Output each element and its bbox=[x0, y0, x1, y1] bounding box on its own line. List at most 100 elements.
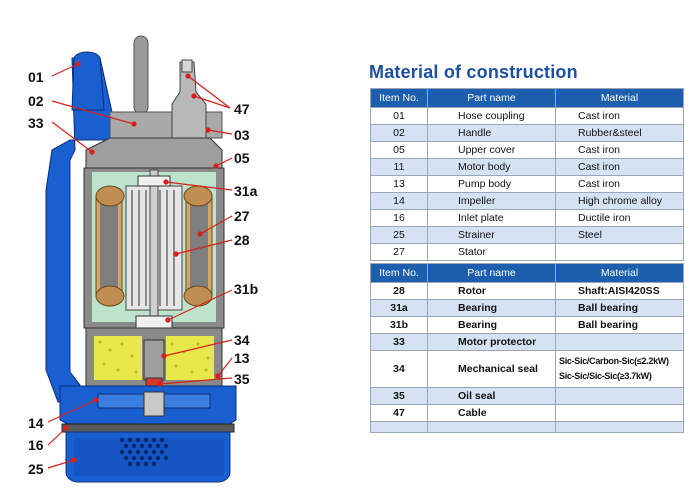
cell-part: Bearing bbox=[427, 316, 556, 334]
callout-13: 13 bbox=[234, 350, 250, 366]
cell-item: 27 bbox=[370, 243, 428, 261]
cell-material bbox=[555, 333, 684, 351]
hose-coupling bbox=[71, 51, 105, 111]
callout-03: 03 bbox=[234, 127, 250, 143]
cell-material: Cast iron bbox=[555, 158, 684, 176]
cell-item: 28 bbox=[370, 282, 428, 300]
callout-leaders bbox=[47, 61, 233, 469]
cell-item: 33 bbox=[370, 333, 428, 351]
cell-item: 16 bbox=[370, 209, 428, 227]
cell-material bbox=[555, 243, 684, 261]
strainer-holes bbox=[119, 437, 169, 467]
cell-material: High chrome alloy bbox=[555, 192, 684, 210]
callout-33: 33 bbox=[28, 115, 44, 131]
oil-left bbox=[94, 336, 142, 380]
callout-25: 25 bbox=[28, 461, 44, 477]
cell-part: Motor protector bbox=[427, 333, 556, 351]
winding-top-right bbox=[183, 185, 213, 207]
pump-cross-section-diagram: 01 02 33 47 03 05 31a 27 28 31b 34 13 35… bbox=[28, 35, 259, 483]
handle bbox=[133, 35, 149, 115]
cell-part: Impeller bbox=[427, 192, 556, 210]
header-item-no: Item No. bbox=[370, 88, 428, 108]
pump-cross-section-svg bbox=[45, 35, 237, 483]
cell-part: Oil seal bbox=[427, 387, 556, 405]
cell-item: 01 bbox=[370, 107, 428, 125]
cell-material: Ball bearing bbox=[555, 299, 684, 317]
cell-item: 31a bbox=[370, 299, 428, 317]
callout-01: 01 bbox=[28, 69, 44, 85]
cell-part: Upper cover bbox=[427, 141, 556, 159]
cell-item: 02 bbox=[370, 124, 428, 142]
cell-part: Cable bbox=[427, 404, 556, 422]
table-row-blank bbox=[370, 421, 684, 433]
cell-material: Ductile iron bbox=[555, 209, 684, 227]
cell-material: Steel bbox=[555, 226, 684, 244]
header-item-no: Item No. bbox=[370, 263, 428, 283]
cell-item: 11 bbox=[370, 158, 428, 176]
cell-material: Cast iron bbox=[555, 175, 684, 193]
cell-item: 47 bbox=[370, 404, 428, 422]
cell-item: 35 bbox=[370, 387, 428, 405]
cell-material bbox=[555, 387, 684, 405]
oil-right bbox=[166, 336, 214, 380]
callout-05: 05 bbox=[234, 150, 250, 166]
cell-item: 13 bbox=[370, 175, 428, 193]
table-header-row-2: Item No. Part name Material bbox=[370, 263, 684, 283]
cell-item: 25 bbox=[370, 226, 428, 244]
callout-31a: 31a bbox=[234, 183, 258, 199]
cell-item: 14 bbox=[370, 192, 428, 210]
inlet-plate bbox=[61, 423, 235, 433]
winding-bottom-right bbox=[183, 285, 213, 307]
callout-27: 27 bbox=[234, 208, 250, 224]
cell-part: Pump body bbox=[427, 175, 556, 193]
cell-material: Sic-Sic/Carbon-Sic(≤2.2kW) Sic-Sic/Sic-Si… bbox=[555, 350, 684, 388]
cell-part: Hose coupling bbox=[427, 107, 556, 125]
callout-16: 16 bbox=[28, 437, 44, 453]
table-title: Material of construction bbox=[369, 62, 578, 82]
header-material: Material bbox=[555, 88, 684, 108]
cell-part: Rotor bbox=[427, 282, 556, 300]
cell-item: 05 bbox=[370, 141, 428, 159]
callout-28: 28 bbox=[234, 232, 250, 248]
callout-02: 02 bbox=[28, 93, 44, 109]
cell-material: Shaft:AISI420SS bbox=[555, 282, 684, 300]
header-part-name: Part name bbox=[427, 88, 556, 108]
header-material: Material bbox=[555, 263, 684, 283]
cell-material bbox=[555, 404, 684, 422]
cell-part: Strainer bbox=[427, 226, 556, 244]
upper-cover bbox=[85, 137, 223, 171]
cell-material: Ball bearing bbox=[555, 316, 684, 334]
upper-bearing bbox=[137, 175, 171, 187]
winding-bottom-left bbox=[95, 285, 125, 307]
cell-item: 34 bbox=[370, 350, 428, 388]
mechanical-seal bbox=[143, 339, 165, 381]
cell-material: Cast iron bbox=[555, 107, 684, 125]
cell-part: Inlet plate bbox=[427, 209, 556, 227]
callout-14: 14 bbox=[28, 415, 44, 431]
cell-part: Mechanical seal bbox=[427, 350, 556, 388]
header-part-name: Part name bbox=[427, 263, 556, 283]
callout-31b: 31b bbox=[234, 281, 259, 297]
cell-part: Motor body bbox=[427, 158, 556, 176]
table-header-row: Item No. Part name Material bbox=[370, 88, 684, 108]
material-line-1: Sic-Sic/Carbon-Sic(≤2.2kW) bbox=[559, 356, 669, 366]
material-line-2: Sic-Sic/Sic-Sic(≥3.7kW) bbox=[559, 371, 652, 381]
winding-top-left bbox=[95, 185, 125, 207]
